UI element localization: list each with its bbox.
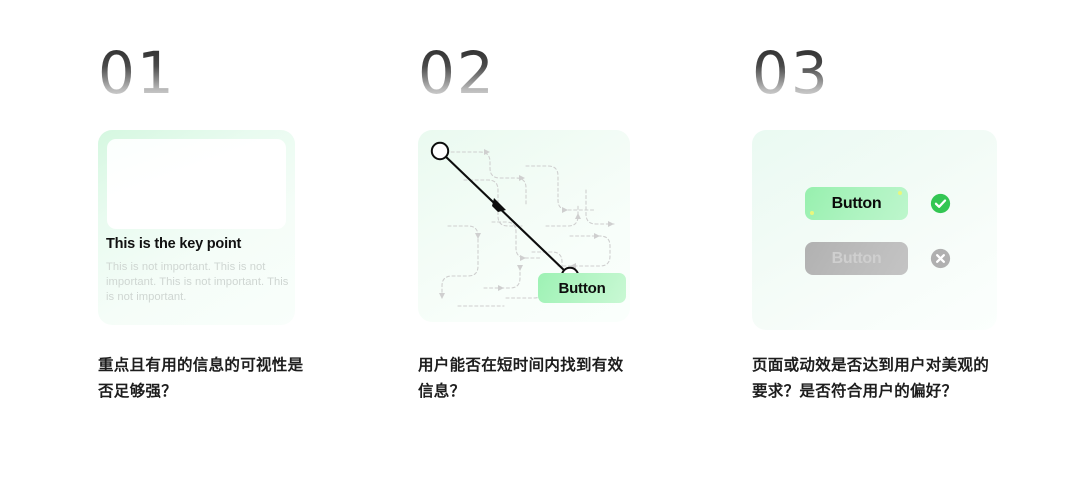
section-number-02: 02 [418, 39, 496, 107]
caption-03: 页面或动效是否达到用户对美观的要求？是否符合用户的偏好？ [752, 356, 990, 400]
check-circle-icon [930, 193, 951, 214]
active-button-row: Button [805, 187, 951, 220]
illustration-card-03: Button Button [752, 130, 997, 330]
illustration-card-02: Button [418, 130, 630, 322]
disabled-button-row: Button [805, 242, 951, 275]
direct-route-line [443, 154, 567, 273]
x-circle-icon [930, 248, 951, 269]
direct-route-arrow [492, 198, 506, 212]
active-button[interactable]: Button [805, 187, 908, 220]
content-placeholder-block [107, 139, 286, 229]
illustration-card-01: This is the key point This is not import… [98, 130, 295, 325]
caption-01: 重点且有用的信息的可视性是否足够强？ [98, 356, 304, 400]
target-button[interactable]: Button [538, 273, 626, 303]
route-start-node [430, 141, 450, 161]
section-number-03: 03 [752, 39, 830, 107]
maze-arrow-heads [439, 149, 614, 299]
secondary-text: This is not important. This is not impor… [106, 261, 289, 303]
caption-02: 用户能否在短时间内找到有效信息？ [418, 356, 624, 400]
maze-path-diagram [430, 141, 615, 307]
disabled-button: Button [805, 242, 908, 275]
section-number-01: 01 [98, 39, 176, 107]
key-point-heading: This is the key point [106, 236, 242, 252]
